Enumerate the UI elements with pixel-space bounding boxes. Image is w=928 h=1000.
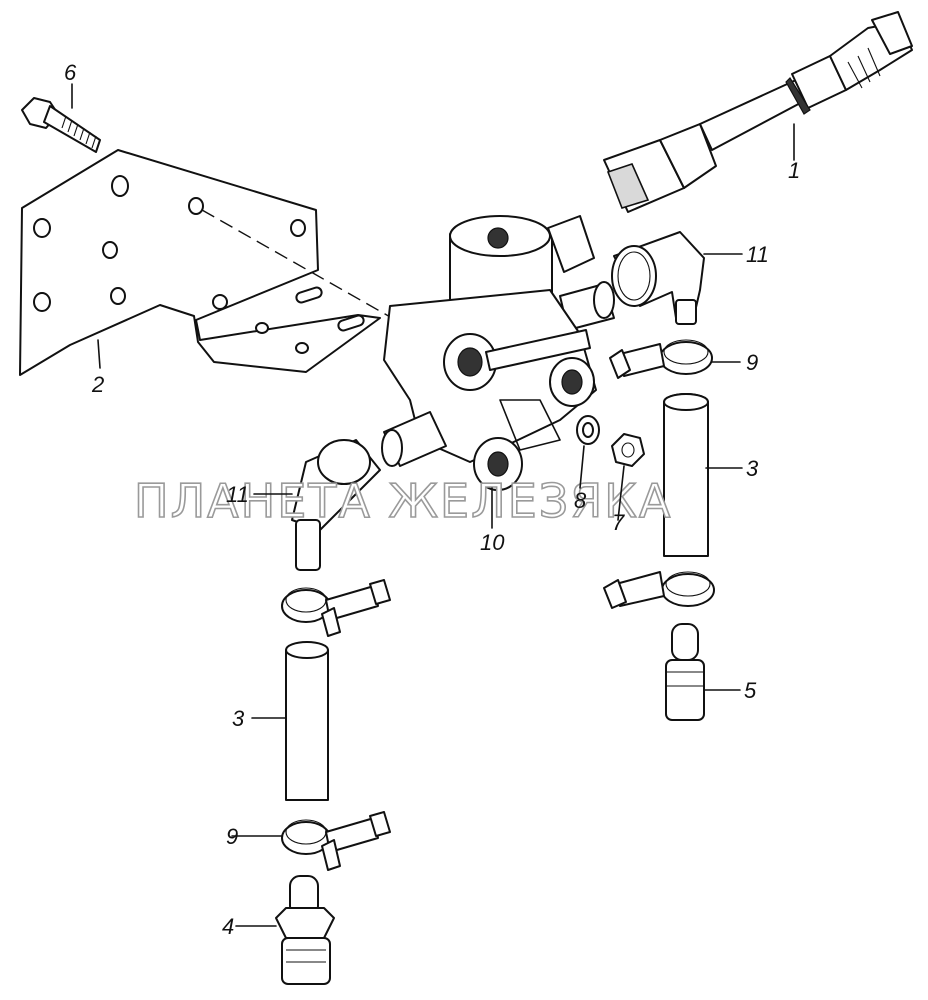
bracket-part-2 [19, 149, 393, 376]
hose-part-3-right [663, 393, 709, 557]
bolt-part-6 [21, 97, 101, 153]
watermark-text: ПЛАНЕТА ЖЕЛЕЗЯКА [134, 474, 672, 528]
nut-part-7 [611, 433, 645, 467]
union-part-4 [275, 875, 335, 985]
hose-clamp-part-9-lower [603, 571, 715, 609]
callout-2: 2 [91, 372, 104, 397]
callout-10: 10 [480, 530, 505, 555]
callout-5: 5 [744, 678, 757, 703]
hose-clamp-part-9-left-upper [281, 579, 391, 637]
callout-11-upper: 11 [746, 242, 769, 267]
callout-3-left: 3 [232, 706, 245, 731]
leader-lines [71, 83, 795, 927]
callout-11-left: 11 [226, 482, 249, 507]
callout-9-upper: 9 [746, 350, 758, 375]
callout-8: 8 [574, 488, 587, 513]
cable-harness-part-1 [603, 11, 913, 213]
callout-7: 7 [612, 510, 625, 535]
callout-1: 1 [788, 158, 800, 183]
elbow-fitting-part-11-upper [611, 231, 705, 325]
hose-clamp-part-9-upper [609, 339, 713, 379]
hose-part-3-left [285, 641, 329, 801]
callout-6: 6 [64, 60, 77, 85]
elbow-fitting-part-11-left [291, 439, 381, 571]
solenoid-valve-part-10 [381, 215, 615, 491]
nipple-part-5 [665, 623, 705, 721]
callout-4: 4 [222, 914, 234, 939]
hose-clamp-part-9-left-lower [281, 811, 391, 871]
callout-9-lower: 9 [226, 824, 238, 849]
callout-labels: 6 2 1 11 9 3 5 3 9 4 11 10 8 7 [64, 60, 800, 939]
washer-part-8 [576, 415, 600, 445]
callout-3-right: 3 [746, 456, 759, 481]
